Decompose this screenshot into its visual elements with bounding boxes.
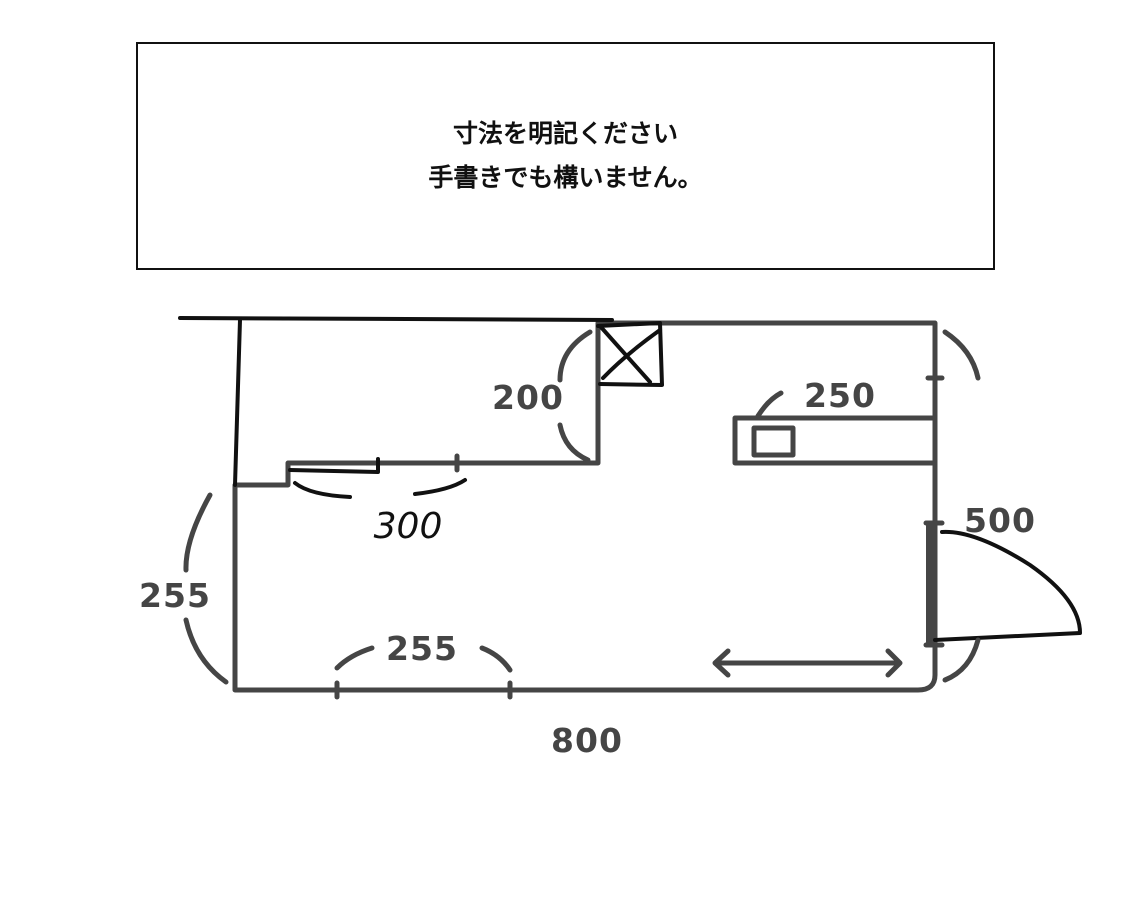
label-200: 200 <box>492 378 564 417</box>
instruction-line-1: 寸法を明記ください <box>452 119 678 148</box>
ticks <box>334 375 945 700</box>
step-dimension-arc <box>293 478 467 499</box>
label-255-bottom: 255 <box>386 629 458 668</box>
pillar-box <box>596 321 664 387</box>
sink <box>751 425 796 458</box>
label-500: 500 <box>964 501 1036 540</box>
counter <box>732 415 938 466</box>
step-bracket <box>288 457 380 474</box>
double-arrow-icon <box>712 648 903 678</box>
handwritten-300: 300 <box>374 506 443 547</box>
door-swing-icon <box>933 529 1082 642</box>
dimension-arcs <box>183 329 981 685</box>
existing-ink <box>178 316 1082 642</box>
instruction-box: 寸法を明記ください 手書きでも構いません。 <box>136 42 995 270</box>
instruction-line-2: 手書きでも構いません。 <box>428 163 703 192</box>
label-800: 800 <box>551 721 623 760</box>
label-250: 250 <box>804 376 876 415</box>
label-255-left: 255 <box>139 576 211 615</box>
walls <box>232 320 938 693</box>
pillar-x-icon <box>598 324 662 384</box>
